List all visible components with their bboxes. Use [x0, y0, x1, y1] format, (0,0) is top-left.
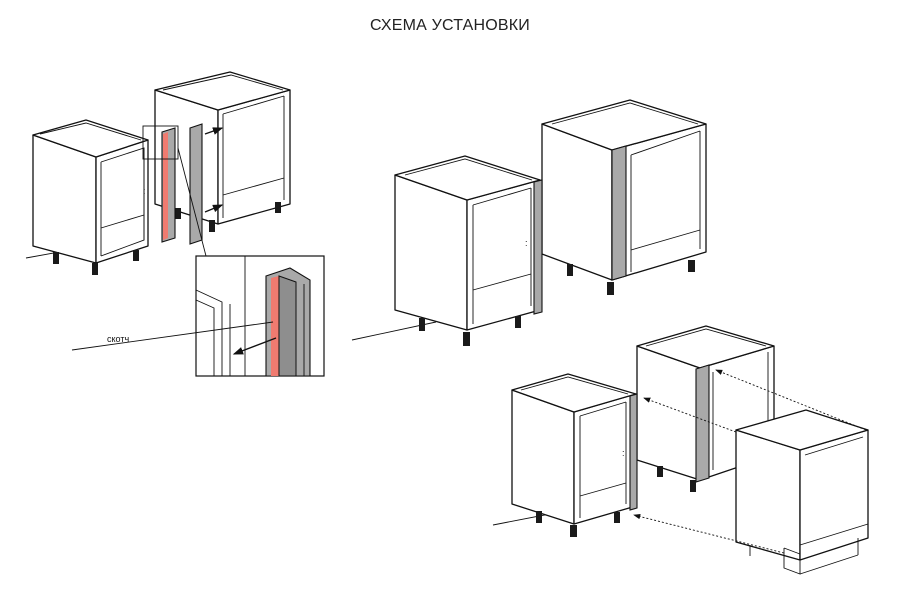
- detail-selection-box: [142, 125, 179, 160]
- cabinet-legs: [536, 511, 620, 537]
- cabinet-rear-middle: [541, 99, 707, 295]
- bottom-right-assembly: :: [492, 325, 869, 575]
- cabinet-front-middle: :: [394, 155, 543, 346]
- cabinet-legs: [657, 466, 696, 492]
- assembly-arrow-bottom: [204, 204, 224, 213]
- svg-text::: :: [622, 448, 625, 458]
- placement-guides: [633, 369, 867, 554]
- callout-label: скотч: [107, 334, 129, 344]
- cabinet-legs: [567, 260, 695, 295]
- side-panel-gray: [189, 123, 203, 245]
- side-panel-with-tape: [161, 127, 176, 243]
- middle-assembly: :: [351, 99, 707, 346]
- detail-arrow: [232, 337, 277, 355]
- cabinet-rear-right: [636, 325, 775, 492]
- page-title: СХЕМА УСТАНОВКИ: [369, 17, 531, 34]
- cabinet-front-right: :: [511, 373, 638, 537]
- callout-leader: [71, 321, 274, 351]
- svg-text::: :: [525, 238, 528, 248]
- left-assembly: :: [25, 71, 291, 275]
- cabinet-legs: [175, 202, 281, 232]
- cabinet-legs: [419, 316, 521, 346]
- svg-text::: :: [143, 186, 146, 196]
- cabinet-legs: [53, 250, 139, 275]
- dishwasher-appliance: [735, 409, 869, 575]
- detail-zoom: скотч: [71, 255, 325, 377]
- assembly-arrow-top: [204, 127, 224, 135]
- cabinet-small-left: :: [32, 119, 149, 275]
